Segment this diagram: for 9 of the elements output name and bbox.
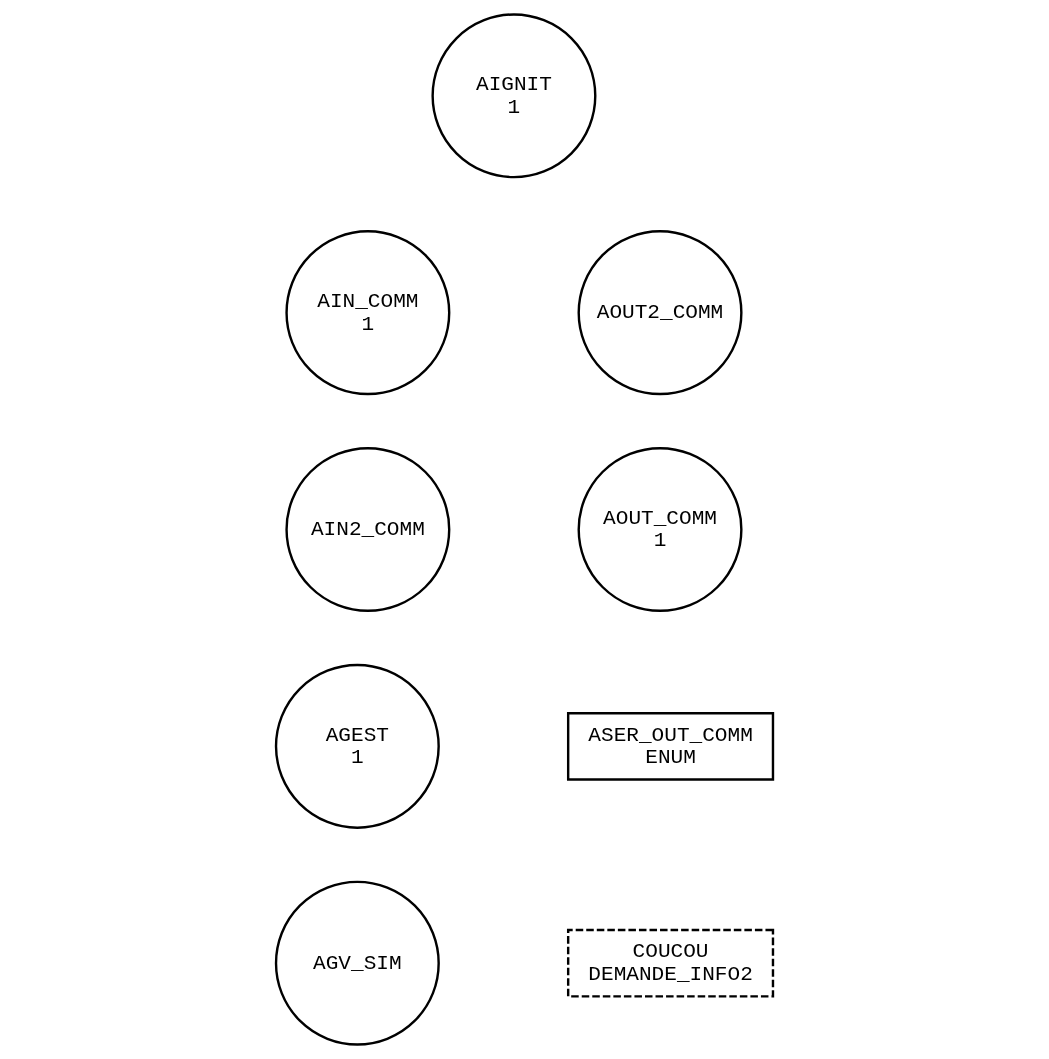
node-circle: AOUT_COMM 1: [577, 446, 743, 613]
node-circle: AGV_SIM: [274, 880, 440, 1046]
node-circle: AIN_COMM 1: [285, 230, 451, 396]
node-circle: AGEST 1: [274, 663, 440, 829]
node-circle: AIGNIT 1: [431, 13, 597, 179]
node-box: ASER_OUT_COMM ENUM: [566, 712, 775, 781]
node-circle: AOUT2_COMM: [577, 230, 743, 396]
node-box: COUCOU DEMANDE_INFO2: [566, 928, 775, 998]
node-circle: AIN2_COMM: [285, 446, 451, 613]
